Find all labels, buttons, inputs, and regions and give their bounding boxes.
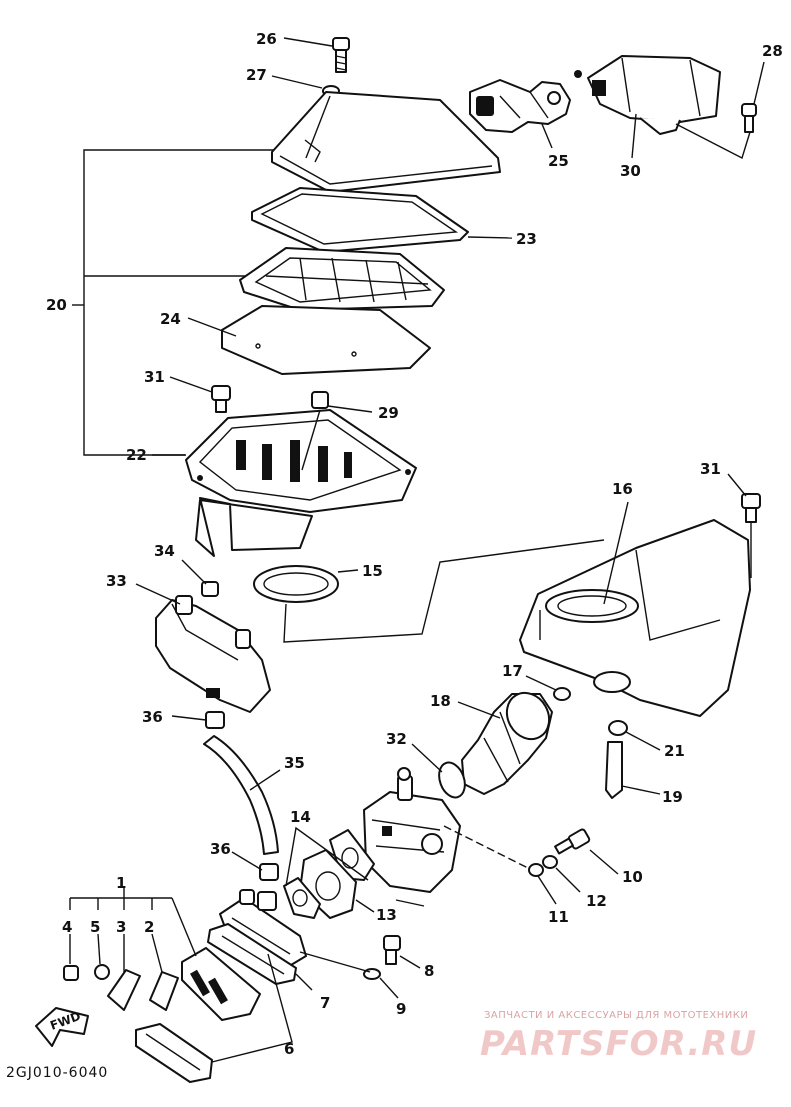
washer-12 bbox=[542, 855, 558, 869]
bracket-group-1 bbox=[69, 888, 197, 957]
clamp-21 bbox=[608, 720, 661, 751]
fitting-34 bbox=[181, 559, 219, 597]
air-cleaner-cap bbox=[271, 91, 501, 193]
reed-plate bbox=[181, 947, 261, 1021]
part-label-4: 4 bbox=[62, 918, 72, 936]
intake-duct-30 bbox=[574, 55, 721, 135]
part-label-5: 5 bbox=[90, 918, 100, 936]
part-label-31-right: 31 bbox=[700, 460, 721, 478]
part-label-14: 14 bbox=[290, 808, 311, 826]
intake-box-16 bbox=[519, 501, 751, 717]
screw-8 bbox=[383, 935, 421, 969]
part-label-32: 32 bbox=[386, 730, 407, 748]
part-label-13: 13 bbox=[376, 906, 397, 924]
gasket-23 bbox=[251, 187, 513, 253]
drain-pipe-19 bbox=[605, 741, 661, 799]
gasket-14-lower bbox=[283, 877, 321, 919]
bolt-31-left bbox=[211, 385, 231, 413]
gasket-6 bbox=[135, 953, 293, 1083]
gasket-7 bbox=[207, 923, 313, 991]
washer-11 bbox=[528, 863, 544, 877]
part-label-1: 1 bbox=[116, 874, 126, 892]
screw-10 bbox=[554, 828, 619, 875]
air-cleaner-case-22 bbox=[185, 409, 417, 557]
part-label-35: 35 bbox=[284, 754, 305, 772]
part-label-21: 21 bbox=[664, 742, 685, 760]
part-label-8: 8 bbox=[424, 962, 434, 980]
part-label-10: 10 bbox=[622, 868, 643, 886]
part-label-12: 12 bbox=[586, 892, 607, 910]
intake-silencer-25 bbox=[469, 79, 571, 133]
part-label-19: 19 bbox=[662, 788, 683, 806]
part-label-9: 9 bbox=[396, 1000, 406, 1018]
clip-36-lower bbox=[231, 851, 279, 881]
seal-15 bbox=[253, 565, 359, 603]
reed-2 bbox=[149, 933, 179, 1011]
clip-36-upper bbox=[171, 711, 225, 729]
watermark-caption: ЗАПЧАСТИ И АКСЕССУАРЫ ДЛЯ МОТОТЕХНИКИ bbox=[484, 1010, 749, 1021]
part-label-29: 29 bbox=[378, 404, 399, 422]
reed-3 bbox=[107, 934, 141, 1011]
part-label-28: 28 bbox=[762, 42, 783, 60]
part-label-6: 6 bbox=[284, 1040, 294, 1058]
part-label-17: 17 bbox=[502, 662, 523, 680]
part-label-11: 11 bbox=[548, 908, 569, 926]
part-label-26: 26 bbox=[256, 30, 277, 48]
screw-4 bbox=[63, 934, 79, 981]
screw-26 bbox=[332, 37, 350, 73]
filter-element-24 bbox=[187, 305, 431, 375]
grommet-17 bbox=[553, 687, 571, 701]
clamp-32 bbox=[411, 743, 466, 799]
carburetor bbox=[363, 767, 529, 893]
part-label-7: 7 bbox=[320, 994, 330, 1012]
breather-tank-33 bbox=[135, 583, 271, 713]
part-label-22: 22 bbox=[126, 446, 147, 464]
part-label-25: 25 bbox=[548, 152, 569, 170]
part-label-18: 18 bbox=[430, 692, 451, 710]
part-label-2: 2 bbox=[144, 918, 154, 936]
part-label-15: 15 bbox=[362, 562, 383, 580]
washer-5 bbox=[94, 933, 110, 980]
part-label-24: 24 bbox=[160, 310, 181, 328]
part-label-3: 3 bbox=[116, 918, 126, 936]
part-label-33: 33 bbox=[106, 572, 127, 590]
group-20-bracket bbox=[72, 149, 278, 456]
hose-35 bbox=[203, 735, 281, 855]
carburetor-joint-18 bbox=[457, 691, 553, 795]
part-label-36-upper: 36 bbox=[142, 708, 163, 726]
part-label-27: 27 bbox=[246, 66, 267, 84]
element-holder bbox=[239, 247, 445, 311]
part-label-23: 23 bbox=[516, 230, 537, 248]
reed-valve-assembly bbox=[219, 889, 371, 973]
part-label-16: 16 bbox=[612, 480, 633, 498]
part-label-31-left: 31 bbox=[144, 368, 165, 386]
bolt-31-right bbox=[727, 473, 761, 578]
part-label-20: 20 bbox=[46, 296, 67, 314]
fwd-arrow-icon: FWD bbox=[35, 1007, 89, 1047]
cap-29 bbox=[311, 391, 373, 413]
part-label-36-lower: 36 bbox=[210, 840, 231, 858]
part-label-30: 30 bbox=[620, 162, 641, 180]
screw-28 bbox=[741, 103, 757, 133]
diagram-code: 2GJ010-6040 bbox=[6, 1065, 109, 1081]
part-label-34: 34 bbox=[154, 542, 175, 560]
watermark-brand: PARTSFOR.RU bbox=[480, 1024, 758, 1064]
